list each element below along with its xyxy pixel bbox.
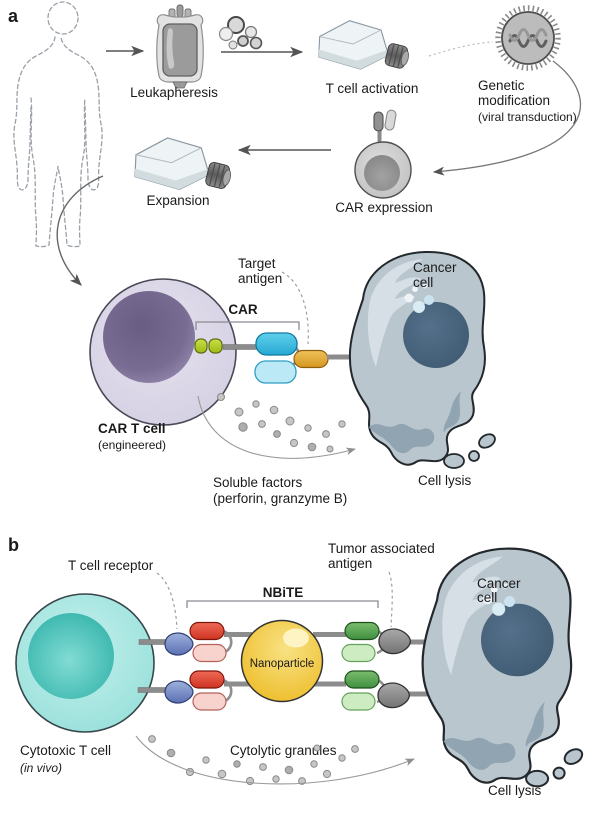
t-cell-activation-label: T cell activation	[326, 81, 419, 96]
car-stalk	[222, 344, 258, 350]
nanoparticle-label: Nanoparticle	[250, 658, 315, 670]
car-anchor-domain	[208, 338, 223, 354]
anti-tumor-scfv-light	[341, 643, 376, 663]
arrow-granules-to-cancer-cell	[135, 735, 415, 785]
virus-icon	[495, 5, 561, 71]
soluble-factor-granules	[217, 393, 346, 453]
nbite-assembly-row2	[137, 670, 432, 711]
car-scfv-heavy	[255, 332, 298, 356]
harvested-cells-icon	[218, 16, 263, 50]
cancer-cell-a-label-1: Cancer	[413, 260, 457, 275]
tumor-antigen-icon	[378, 628, 412, 655]
anti-cd3-scfv-light	[192, 643, 227, 663]
tumor-antigen-label-1: Tumor associated	[328, 541, 435, 556]
target-antigen-label-1: Target	[238, 256, 276, 271]
cytolytic-granules-dots	[148, 735, 359, 786]
anti-tumor-scfv	[344, 670, 380, 689]
tumor-antigen-icon	[377, 682, 411, 709]
arrow-virus-to-car-expression	[432, 60, 582, 176]
nanoparticle-icon	[240, 619, 324, 703]
genetic-modification-label-3: (viral transduction)	[478, 110, 577, 124]
activation-flask-icon	[318, 20, 412, 71]
genetic-modification-label-1: Genetic	[478, 78, 525, 93]
car-t-cell-sublabel: (engineered)	[98, 438, 166, 452]
t-cell-receptor-leader	[156, 572, 178, 630]
soluble-factors-label-2: (perforin, granzyme B)	[213, 491, 347, 506]
tumor-antigen-label-2: antigen	[328, 556, 372, 571]
anti-tumor-scfv	[344, 621, 380, 641]
genetic-modification-label-2: modification	[478, 93, 550, 108]
blood-bag-icon	[156, 4, 204, 89]
car-receptor	[194, 321, 355, 384]
car-t-cell-icon	[89, 278, 237, 426]
cancer-cell-a-label-2: cell	[413, 275, 433, 290]
patient-body-icon	[13, 1, 103, 248]
anti-tumor-scfv-light	[341, 692, 376, 711]
cancer-cell-b-label-1: Cancer	[477, 576, 521, 591]
cytotoxic-t-cell-sublabel: (in vivo)	[20, 761, 62, 775]
antigen-stalk	[327, 354, 355, 360]
nbite-bracket	[186, 600, 379, 608]
leukapheresis-label: Leukapheresis	[130, 85, 218, 100]
link-flask-to-virus	[428, 41, 494, 57]
anti-cd3-scfv	[189, 621, 225, 641]
soluble-factors-label-1: Soluble factors	[213, 475, 303, 490]
tcr-binder-icon	[164, 632, 194, 656]
nbite-assembly-row1	[138, 621, 431, 663]
anti-cd3-scfv-light	[192, 692, 227, 711]
car-t-cell-label: CAR T cell	[98, 421, 166, 436]
car-expression-cell-icon	[354, 109, 412, 199]
tumor-antigen-leader	[388, 571, 393, 628]
target-antigen-label-2: antigen	[238, 271, 282, 286]
nbite-label: NBiTE	[263, 585, 304, 600]
cell-lysis-a-label: Cell lysis	[418, 473, 472, 488]
cytotoxic-t-cell-icon	[15, 593, 155, 733]
panel-a-label: a	[8, 6, 19, 26]
car-bracket	[195, 321, 300, 330]
t-cell-receptor-label: T cell receptor	[68, 558, 154, 573]
car-expression-label: CAR expression	[335, 200, 433, 215]
tcr-binder-icon	[164, 680, 194, 704]
arrow-soluble-factors-to-cancer-cell	[197, 395, 356, 459]
expansion-label: Expansion	[146, 193, 209, 208]
target-antigen-shape	[293, 349, 329, 369]
cytotoxic-t-cell-label: Cytotoxic T cell	[20, 743, 111, 758]
cytolytic-granules-label: Cytolytic granules	[230, 743, 337, 758]
cancer-cell-b-label-2: cell	[477, 590, 497, 605]
arrow-expansion-to-car-t-cell	[56, 175, 104, 286]
car-scfv-light	[254, 360, 297, 384]
target-antigen-leader	[281, 271, 309, 345]
panel-b-label: b	[8, 535, 19, 555]
expansion-flask-icon	[134, 137, 234, 191]
car-label: CAR	[228, 302, 257, 317]
cell-lysis-b-label: Cell lysis	[488, 783, 542, 798]
anti-cd3-scfv	[189, 670, 225, 689]
car-anchor-domain	[194, 338, 208, 354]
